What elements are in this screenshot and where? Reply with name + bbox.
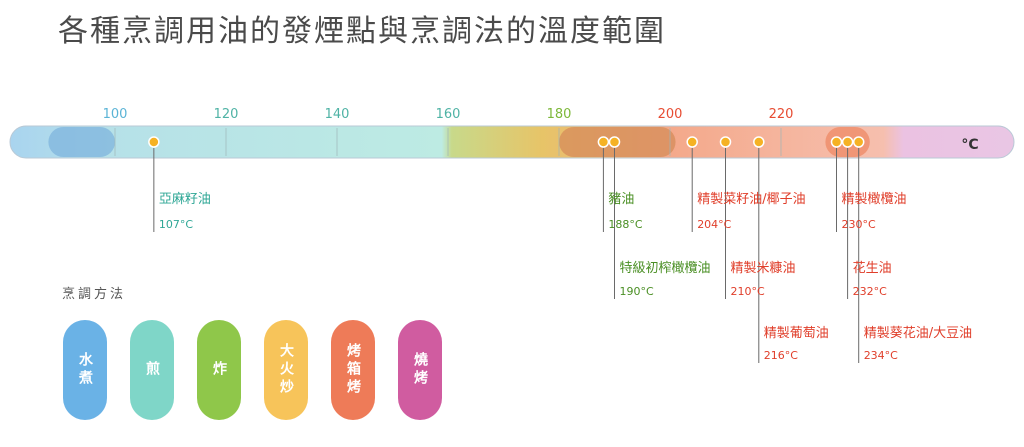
tick-label: 200 [658, 107, 683, 122]
method-label: 水煮 [77, 352, 93, 388]
method-pill: 炸 [197, 320, 241, 420]
method-label: 燒烤 [412, 352, 428, 388]
method-pill: 烤箱烤 [331, 320, 375, 420]
oil-dot [830, 136, 843, 148]
temperature-bar [9, 125, 1015, 159]
method-pill: 煎 [130, 320, 174, 420]
method-label: 大火炒 [278, 343, 294, 397]
tick-label: 120 [214, 107, 239, 122]
oil-name: 亞麻籽油 [159, 192, 211, 207]
oil-dot [608, 136, 621, 148]
oil-temp: 230°C [842, 218, 876, 231]
tick-label: 220 [769, 107, 794, 122]
oil-temp: 188°C [608, 218, 642, 231]
oil-name: 花生油 [853, 260, 892, 276]
oil-temp: 204°C [697, 218, 731, 231]
oil-temp: 107°C [159, 218, 193, 231]
oil-name: 豬油 [608, 192, 634, 207]
oil-temp: 216°C [764, 349, 798, 362]
chart-title: 各種烹調用油的發煙點與烹調法的溫度範圍 [58, 14, 666, 49]
method-label: 煎 [144, 361, 160, 379]
oil-dot [597, 136, 610, 148]
oil-dot [852, 136, 865, 148]
range-overlay [48, 127, 115, 157]
oil-dot [148, 136, 160, 148]
oil-temp: 234°C [864, 349, 898, 362]
unit-label: °C [961, 137, 978, 153]
tick-label: 160 [436, 107, 461, 122]
oil-dot [841, 136, 854, 148]
oil-dot [753, 136, 765, 148]
method-label: 炸 [211, 361, 227, 379]
oil-name: 精製橄欖油 [842, 192, 907, 207]
oil-name: 精製菜籽油/椰子油 [697, 192, 805, 207]
oil-temp: 190°C [620, 285, 654, 298]
oil-name: 特級初榨橄欖油 [620, 260, 711, 276]
oil-temp: 210°C [731, 285, 765, 298]
method-pill: 水煮 [63, 320, 107, 420]
oil-name: 精製葵花油/大豆油 [864, 325, 972, 341]
method-pill: 燒烤 [398, 320, 442, 420]
oil-name: 精製米糠油 [731, 260, 796, 276]
tick-label: 180 [547, 107, 572, 122]
oil-name: 精製葡萄油 [764, 326, 829, 341]
tick-label: 140 [325, 107, 350, 122]
oil-dot [686, 136, 698, 148]
method-label: 烤箱烤 [345, 343, 361, 397]
method-pill: 大火炒 [264, 320, 308, 420]
methods-heading: 烹調方法 [62, 287, 127, 302]
oil-dot [719, 136, 732, 148]
oil-temp: 232°C [853, 285, 887, 298]
tick-label: 100 [103, 107, 128, 122]
